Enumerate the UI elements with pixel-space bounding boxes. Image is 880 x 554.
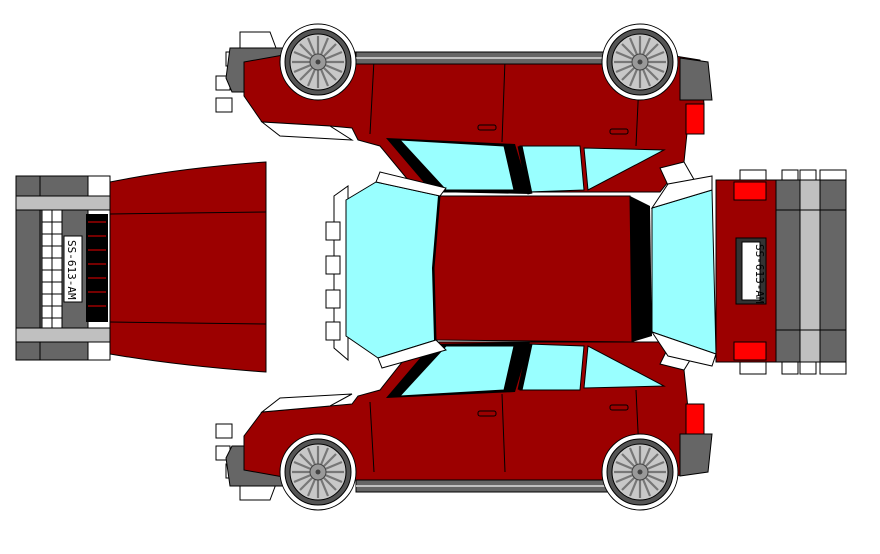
car-roof-panel <box>325 171 717 369</box>
car-side-panel-bottom <box>215 339 713 512</box>
car-hood-panel <box>109 161 267 373</box>
rear-license-plate: SS-613-AM <box>753 244 766 304</box>
wheel-icon <box>278 432 358 512</box>
front-license-plate: SS-613-AM <box>65 240 78 300</box>
wheel-icon <box>278 22 358 102</box>
car-front-face: SS-613-AM <box>15 175 111 361</box>
car-rear-face: SS-613-AM <box>715 169 847 375</box>
car-side-panel-top <box>215 22 713 195</box>
wheel-icon <box>600 22 680 102</box>
wheel-icon <box>600 432 680 512</box>
